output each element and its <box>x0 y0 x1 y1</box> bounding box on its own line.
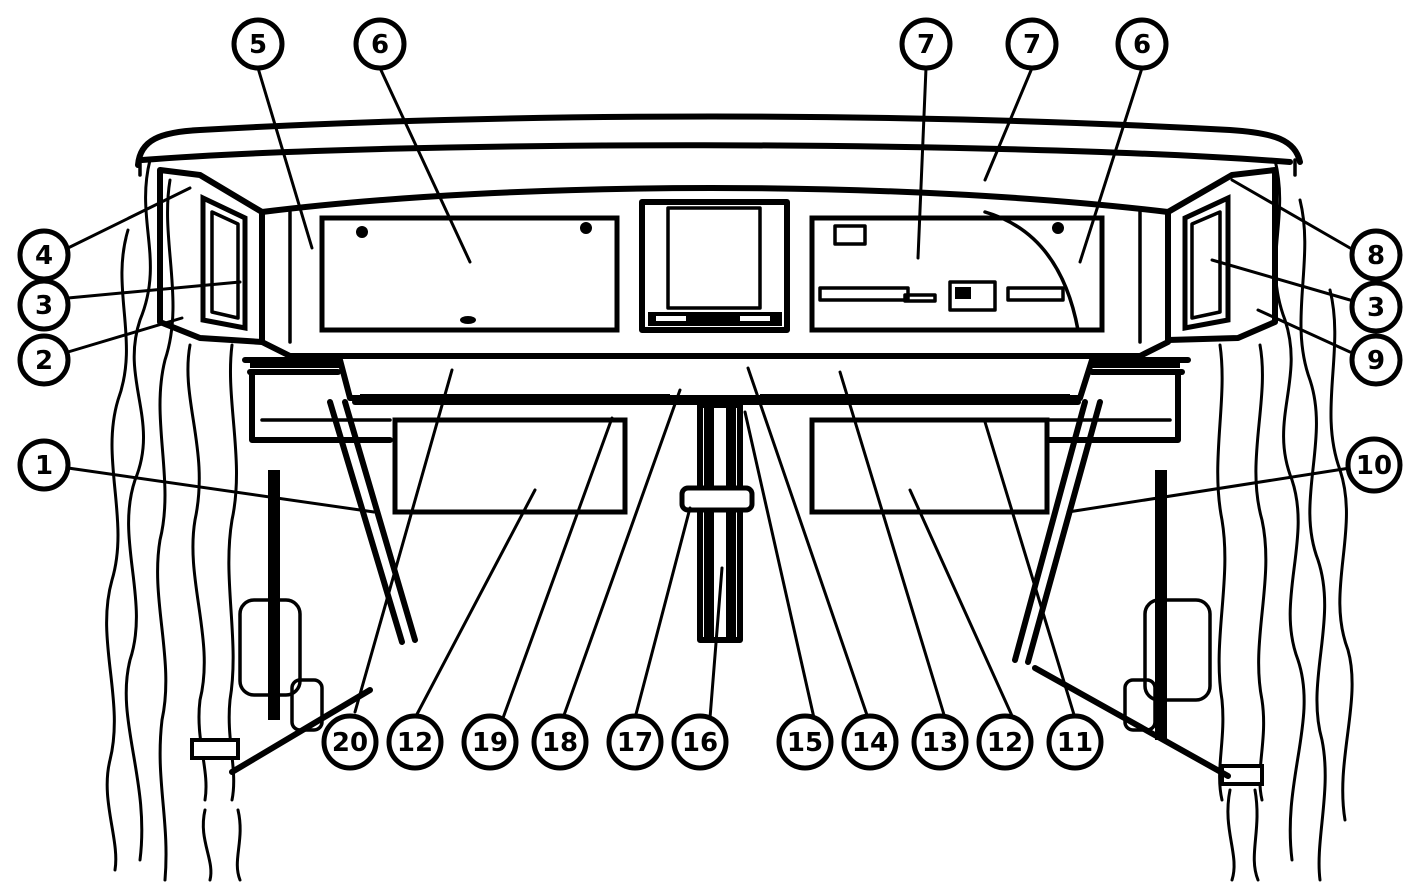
callout-3-left: 3 <box>17 278 71 332</box>
callout-12-bottom-b: 12 <box>976 713 1034 771</box>
callout-8-right: 8 <box>1349 228 1403 282</box>
callouts: 5 6 7 7 6 4 3 2 1 8 3 9 10 20 12 19 18 1… <box>17 17 1403 771</box>
callout-20-bottom: 20 <box>321 713 379 771</box>
svg-text:19: 19 <box>472 728 508 758</box>
console-canopy <box>135 113 1303 177</box>
svg-text:11: 11 <box>1057 728 1093 758</box>
svg-text:14: 14 <box>852 728 888 758</box>
left-strut <box>229 399 418 775</box>
callout-14-bottom: 14 <box>841 713 899 771</box>
callout-4-left: 4 <box>17 228 71 282</box>
svg-text:8: 8 <box>1367 241 1385 271</box>
svg-text:7: 7 <box>917 30 935 60</box>
svg-text:20: 20 <box>332 728 368 758</box>
callout-2-left: 2 <box>17 333 71 387</box>
callout-12-bottom-a: 12 <box>386 713 444 771</box>
callout-5-top: 5 <box>231 17 285 71</box>
right-strut <box>1012 399 1231 779</box>
svg-text:6: 6 <box>1133 30 1151 60</box>
callout-17-bottom: 17 <box>606 713 664 771</box>
svg-text:12: 12 <box>987 728 1023 758</box>
main-console <box>259 185 1171 359</box>
svg-text:6: 6 <box>371 30 389 60</box>
svg-text:1: 1 <box>35 451 53 481</box>
svg-text:4: 4 <box>35 241 53 271</box>
svg-text:12: 12 <box>397 728 433 758</box>
callout-18-bottom: 18 <box>531 713 589 771</box>
callout-7-top-b: 7 <box>1005 17 1059 71</box>
left-curtain <box>105 158 242 882</box>
center-column <box>679 402 755 643</box>
callout-3-right: 3 <box>1349 280 1403 334</box>
svg-text:17: 17 <box>617 728 653 758</box>
svg-text:15: 15 <box>787 728 823 758</box>
callout-1-left: 1 <box>17 438 71 492</box>
svg-text:2: 2 <box>35 346 53 376</box>
callout-16-bottom: 16 <box>671 713 729 771</box>
svg-text:9: 9 <box>1367 346 1385 376</box>
callout-6-top-left: 6 <box>353 17 407 71</box>
svg-text:10: 10 <box>1356 451 1392 481</box>
callout-15-bottom: 15 <box>776 713 834 771</box>
callout-10-right: 10 <box>1345 436 1403 494</box>
callout-19-bottom: 19 <box>461 713 519 771</box>
svg-text:3: 3 <box>35 291 53 321</box>
callout-11-bottom: 11 <box>1046 713 1104 771</box>
svg-text:3: 3 <box>1367 293 1385 323</box>
leader-lines <box>66 66 1352 720</box>
callout-6-top-right: 6 <box>1115 17 1169 71</box>
svg-text:16: 16 <box>682 728 718 758</box>
callout-7-top-a: 7 <box>899 17 953 71</box>
callout-9-right: 9 <box>1349 333 1403 387</box>
svg-text:18: 18 <box>542 728 578 758</box>
svg-text:13: 13 <box>922 728 958 758</box>
svg-text:5: 5 <box>249 30 267 60</box>
callout-13-bottom: 13 <box>911 713 969 771</box>
svg-text:7: 7 <box>1023 30 1041 60</box>
